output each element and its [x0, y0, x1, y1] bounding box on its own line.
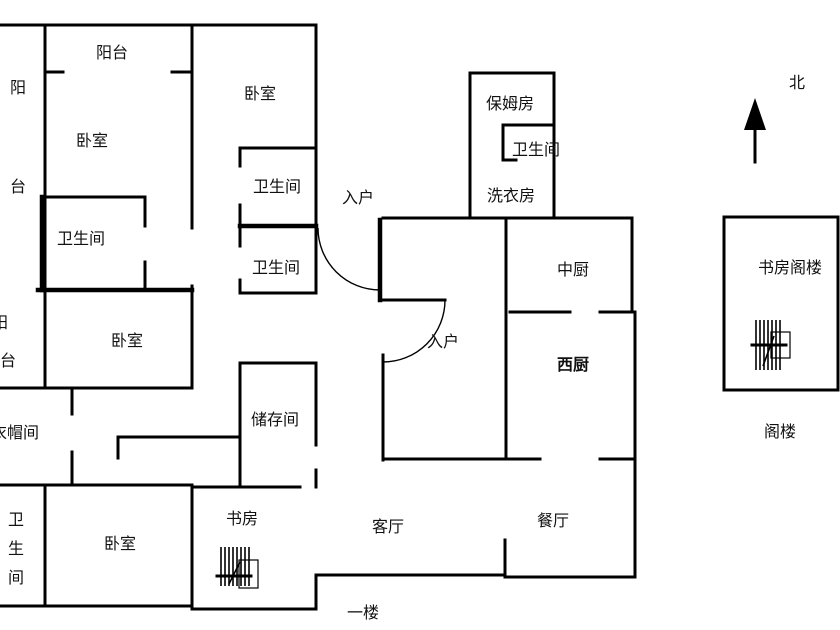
nanny-room-label: 保姆房 [485, 94, 535, 113]
entry-outer-label: 入户 [341, 188, 375, 207]
north-label: 北 [788, 73, 806, 92]
bathroom-north-upper-label: 卫生间 [252, 177, 302, 196]
door-swing-icon [381, 298, 447, 363]
study-label: 书房 [225, 509, 259, 528]
stair-landing [238, 559, 259, 589]
wall [722, 215, 840, 392]
western-kitchen-label: 西厨 [556, 355, 590, 374]
stair-break-line [762, 335, 775, 367]
door-swing-icon [317, 217, 383, 303]
chinese-kitchen-label: 中厨 [556, 260, 590, 279]
bedroom-north-label: 卧室 [243, 84, 277, 103]
study-attic-label: 书房阁楼 [757, 258, 823, 277]
balcony-west-lower-label-char-1: 阳 [0, 314, 8, 332]
bedroom-southwest-label: 卧室 [103, 534, 137, 553]
bathroom-southwest-label-char-2: 生 [7, 539, 25, 558]
balcony-west-upper-label-char-2: 台 [9, 177, 27, 196]
bathroom-north-lower-label: 卫生间 [251, 258, 301, 277]
balcony-west-upper-label-char-1: 阳 [9, 78, 27, 97]
bathroom-southwest-label-char-3: 间 [7, 568, 25, 587]
stair-icon [750, 320, 791, 370]
balcony-north-label: 阳台 [95, 43, 129, 62]
floor-1-walls [0, 23, 637, 611]
stair-break-line [228, 561, 241, 585]
north-arrow-icon [744, 98, 766, 164]
entry-inner-label: 入户 [426, 332, 460, 351]
attic-walls [722, 215, 840, 392]
north-arrow-head [744, 98, 766, 130]
floor-1-title: 一楼 [346, 603, 380, 622]
balcony-west-lower-label-char-2: 台 [0, 351, 17, 370]
bedroom-northwest-label: 卧室 [75, 131, 109, 150]
walk-in-closet-label: 衣帽间 [0, 423, 40, 442]
stair-icon [215, 547, 259, 589]
dining-room-label: 餐厅 [536, 511, 570, 530]
bedroom-west-label: 卧室 [110, 331, 144, 350]
laundry-room-label: 洗衣房 [486, 186, 536, 205]
nanny-bathroom-label: 卫生间 [511, 140, 561, 159]
door-swing-arc [317, 227, 381, 291]
bathroom-southwest-label-char-1: 卫 [7, 510, 25, 529]
storage-room-label: 储存间 [250, 410, 300, 429]
living-room-label: 客厅 [371, 517, 405, 536]
door-swing-arc [382, 299, 446, 363]
bathroom-west-label: 卫生间 [56, 229, 106, 248]
attic-title: 阁楼 [763, 422, 797, 441]
